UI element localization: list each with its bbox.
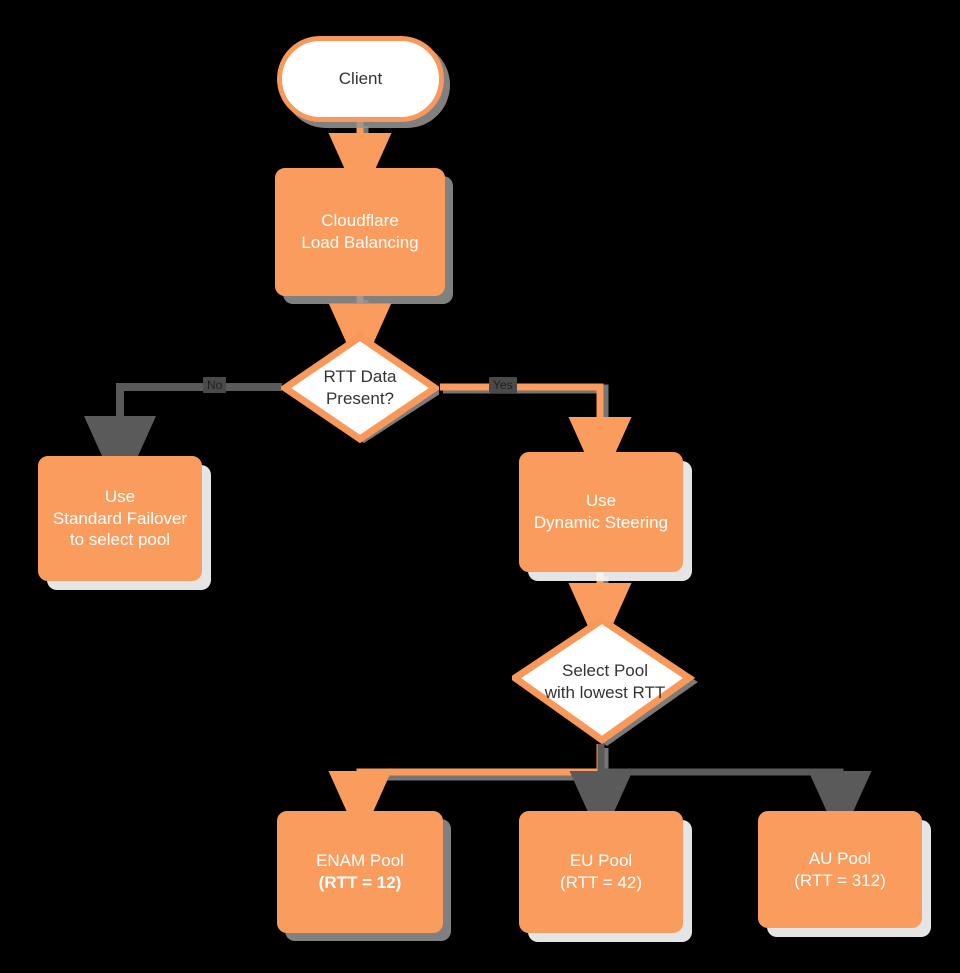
node-eu-pool[interactable]: EU Pool (RTT = 42) — [519, 811, 683, 933]
node-au-line1: AU Pool — [808, 848, 872, 868]
rtt-diamond-shape — [281, 333, 439, 443]
node-dynamic-line1: Use — [585, 491, 617, 511]
node-failover-line3: to select pool — [69, 530, 171, 550]
edge-selectpool-to-au — [601, 768, 872, 841]
node-rtt-data-present[interactable]: RTT Data Present? — [281, 333, 439, 443]
node-dynamic-steering[interactable]: Use Dynamic Steering — [519, 452, 683, 572]
node-dynamic-line2: Dynamic Steering — [533, 513, 669, 532]
node-select-pool-lowest-rtt[interactable]: Select Pool with lowest RTT — [512, 616, 698, 748]
node-enam-line2: (RTT = 12) — [318, 873, 402, 892]
node-failover-line1: Use — [104, 486, 136, 506]
edge-label-yes: Yes — [489, 377, 517, 393]
node-failover-line2: Standard Failover — [52, 508, 188, 528]
node-standard-failover[interactable]: Use Standard Failover to select pool — [38, 456, 202, 581]
edge-selectpool-to-enam — [328, 744, 604, 841]
node-cloudflare-load-balancing[interactable]: Cloudflare Load Balancing — [275, 168, 445, 296]
node-enam-line1: ENAM Pool — [316, 851, 404, 871]
node-enam-pool[interactable]: ENAM Pool (RTT = 12) — [277, 811, 443, 933]
edge-rtt-yes-to-dynamic — [440, 383, 632, 487]
node-clb-line1: Cloudflare — [321, 211, 399, 231]
node-client-label: Client — [338, 69, 383, 89]
node-au-line2: (RTT = 312) — [794, 870, 886, 890]
node-au-pool[interactable]: AU Pool (RTT = 312) — [758, 811, 922, 928]
edge-rtt-no-to-failover — [84, 383, 282, 496]
select-pool-diamond-shape — [512, 616, 698, 746]
node-clb-line2: Load Balancing — [301, 233, 419, 252]
node-client[interactable]: Client — [277, 36, 444, 122]
node-eu-line2: (RTT = 42) — [559, 873, 643, 892]
node-eu-line1: EU Pool — [569, 851, 633, 871]
edge-label-no: No — [203, 377, 227, 393]
